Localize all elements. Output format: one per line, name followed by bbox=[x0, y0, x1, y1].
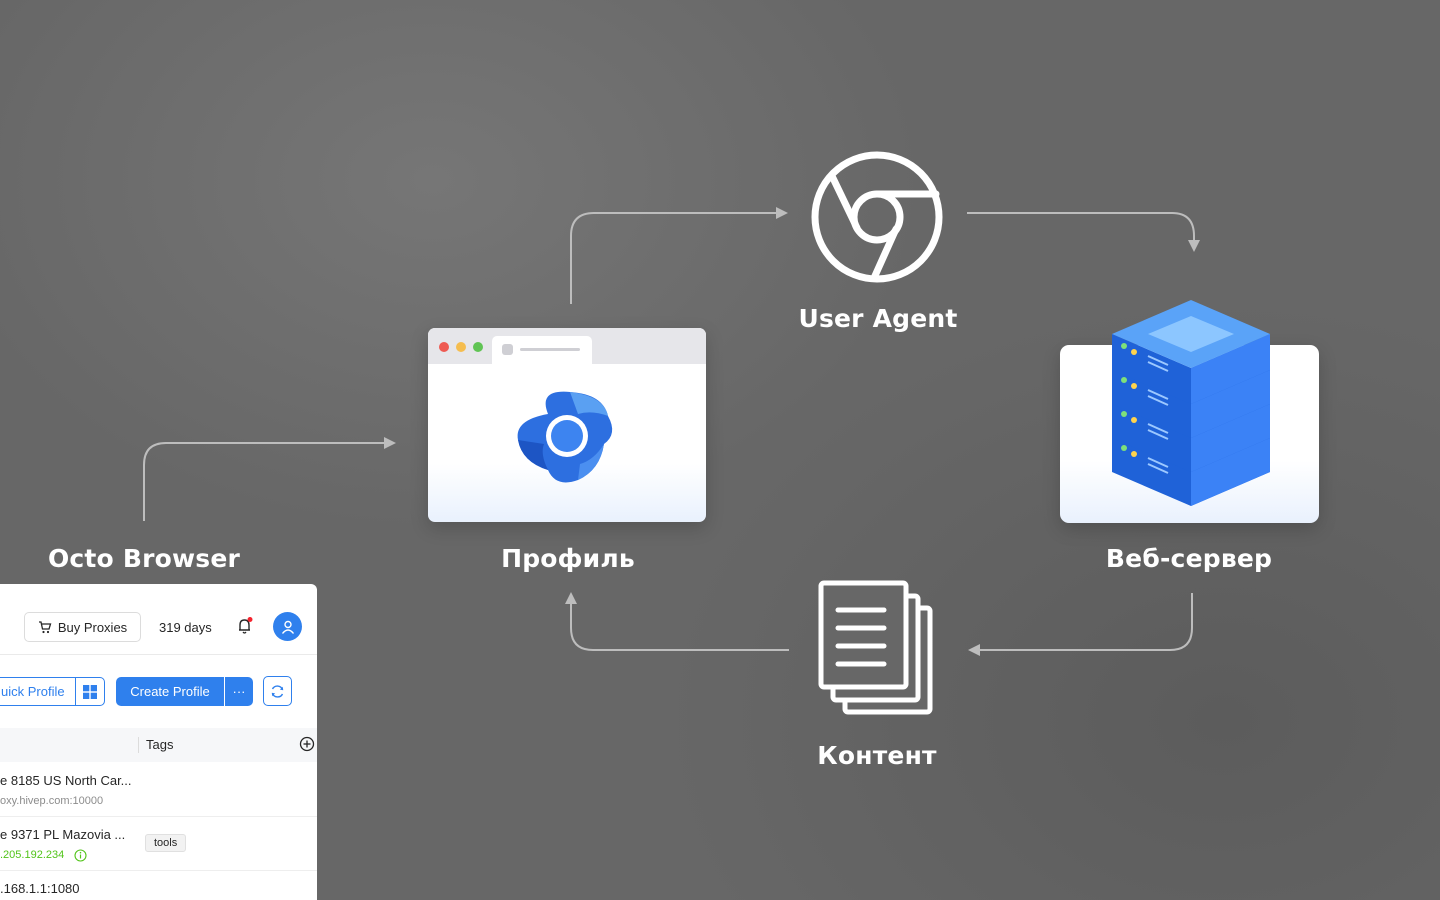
arrow-profile-to-useragent bbox=[570, 212, 780, 304]
app-top-row: Buy Proxies 319 days bbox=[0, 584, 317, 655]
arrowhead bbox=[968, 644, 980, 656]
browser-title-bar bbox=[428, 328, 706, 364]
window-minimize-dot bbox=[456, 342, 466, 352]
row-profile-name: .168.1.1:1080 bbox=[0, 881, 80, 896]
quick-profile-button[interactable]: uick Profile bbox=[0, 677, 76, 706]
refresh-button[interactable] bbox=[263, 676, 292, 706]
row-proxy-address: oxy.hivep.com:10000 bbox=[0, 795, 104, 807]
arrow-useragent-to-server bbox=[967, 212, 1195, 244]
profile-browser-window bbox=[428, 328, 706, 522]
node-label-user-agent: User Agent bbox=[798, 304, 958, 333]
buy-proxies-label: Buy Proxies bbox=[57, 619, 128, 635]
chrome-icon bbox=[811, 151, 943, 283]
server-stack-icon bbox=[1112, 300, 1270, 506]
column-divider bbox=[138, 737, 139, 753]
cart-icon bbox=[38, 620, 52, 633]
documents-icon bbox=[818, 580, 933, 715]
more-label: ··· bbox=[232, 684, 246, 699]
node-label-content: Контент bbox=[817, 741, 937, 770]
user-icon bbox=[281, 620, 294, 634]
table-header: Tags bbox=[0, 728, 317, 762]
octo-logo-icon bbox=[517, 391, 613, 483]
row-profile-name: e 9371 PL Mazovia ... bbox=[0, 827, 126, 842]
quick-profile-label: uick Profile bbox=[1, 684, 65, 699]
create-profile-label: Create Profile bbox=[130, 684, 210, 699]
tab-favicon bbox=[502, 344, 513, 355]
column-header-tags[interactable]: Tags bbox=[146, 737, 174, 752]
node-label-octo-browser: Octo Browser bbox=[47, 544, 241, 573]
row-tag[interactable]: tools bbox=[145, 834, 187, 852]
arrow-content-to-profile bbox=[570, 600, 789, 651]
quick-profile-os-button[interactable] bbox=[75, 677, 105, 706]
table-row[interactable]: e 8185 US North Car... oxy.hivep.com:100… bbox=[0, 763, 317, 816]
tab-title-placeholder bbox=[520, 348, 580, 351]
create-profile-button[interactable]: Create Profile bbox=[116, 677, 224, 706]
arrow-server-to-content bbox=[976, 593, 1193, 651]
windows-icon bbox=[83, 684, 97, 699]
buy-proxies-button[interactable]: Buy Proxies bbox=[24, 612, 141, 642]
window-close-dot bbox=[439, 342, 449, 352]
row-divider bbox=[0, 816, 317, 817]
table-row[interactable]: e 9371 PL Mazovia ... .205.192.234 tools bbox=[0, 817, 317, 870]
arrowhead bbox=[384, 437, 396, 449]
node-label-web-server: Веб-сервер bbox=[1105, 544, 1273, 573]
row-profile-name: e 8185 US North Car... bbox=[0, 773, 132, 788]
info-icon[interactable] bbox=[74, 849, 87, 862]
octo-app-panel: Buy Proxies 319 days uick Profile Create… bbox=[0, 584, 317, 900]
create-profile-more-button[interactable]: ··· bbox=[225, 677, 253, 706]
add-circle-icon[interactable] bbox=[299, 736, 315, 752]
subscription-days: 319 days bbox=[159, 620, 212, 635]
arrowhead bbox=[565, 592, 577, 604]
row-proxy-address: .205.192.234 bbox=[0, 849, 65, 861]
row-divider bbox=[0, 870, 317, 871]
avatar[interactable] bbox=[273, 612, 302, 641]
bell-icon[interactable] bbox=[236, 617, 254, 635]
window-maximize-dot bbox=[473, 342, 483, 352]
arrow-octo-to-profile bbox=[143, 442, 390, 521]
table-row[interactable]: .168.1.1:1080 bbox=[0, 871, 317, 900]
arrowhead bbox=[776, 207, 788, 219]
browser-tab bbox=[492, 336, 592, 364]
arrowhead bbox=[1188, 240, 1200, 252]
node-label-profile: Профиль bbox=[501, 544, 635, 573]
refresh-icon bbox=[271, 684, 284, 698]
